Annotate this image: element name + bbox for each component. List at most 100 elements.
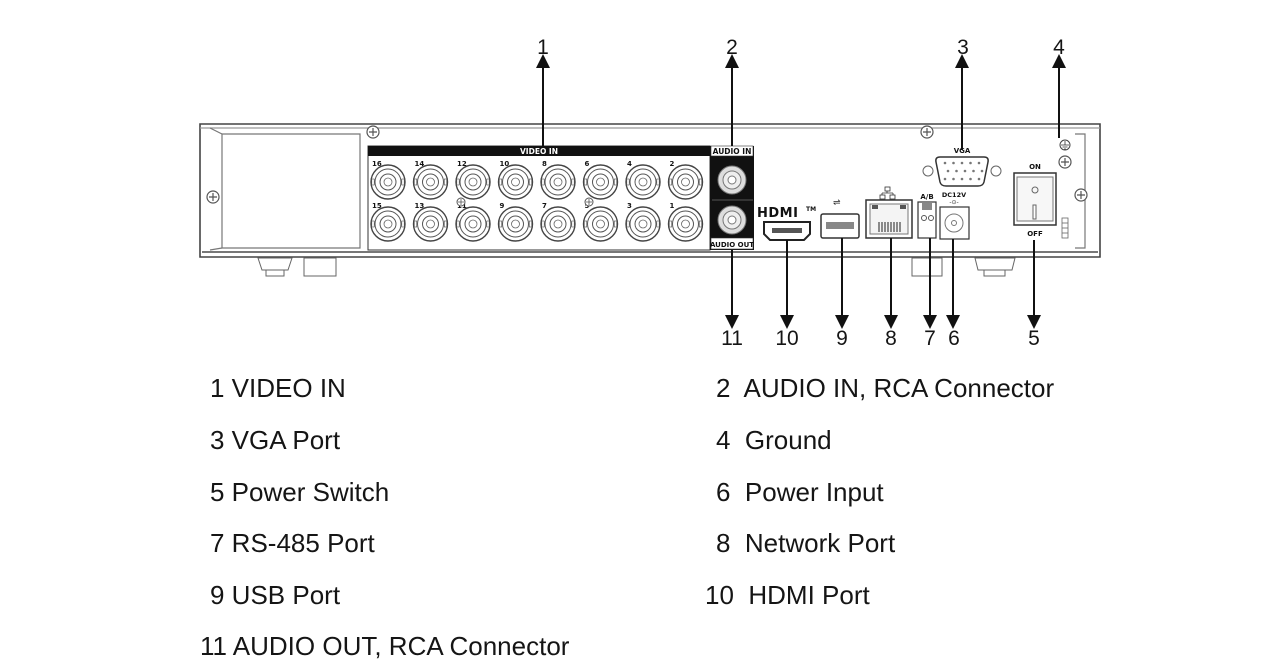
screw-icon bbox=[456, 197, 466, 207]
bnc-video-input-1[interactable]: 1 bbox=[667, 202, 704, 242]
bnc-video-input-6[interactable]: 6 bbox=[582, 160, 619, 200]
bnc-video-input-15[interactable]: 15 bbox=[370, 202, 406, 242]
callout-5: 5 bbox=[1028, 327, 1040, 350]
bnc-video-input-10[interactable]: 10 bbox=[497, 160, 534, 200]
vga-pin bbox=[960, 177, 964, 181]
bnc-video-input-5[interactable]: 5 bbox=[582, 202, 619, 242]
network-icon bbox=[879, 186, 896, 200]
bnc-channel-label: 8 bbox=[542, 160, 547, 168]
bnc-channel-label: 14 bbox=[415, 160, 425, 168]
bnc-video-input-13[interactable]: 13 bbox=[412, 202, 449, 242]
vga-port[interactable]: VGA bbox=[922, 147, 1002, 187]
legend-item-network: 8 Network Port bbox=[716, 528, 896, 558]
chassis-feet bbox=[257, 257, 1016, 277]
screw-icon bbox=[584, 197, 594, 207]
callout-11: 11 bbox=[721, 327, 743, 350]
bnc-channel-label: 7 bbox=[542, 202, 547, 210]
rs485-port[interactable]: A/B bbox=[917, 193, 937, 239]
vga-pin bbox=[972, 169, 975, 173]
svg-text:TM: TM bbox=[806, 206, 816, 213]
legend-item-rs485: 7 RS-485 Port bbox=[210, 528, 375, 558]
callout-arrows bbox=[536, 54, 1066, 329]
legend-item-video-in: 1 VIDEO IN bbox=[210, 373, 346, 403]
bnc-video-input-3[interactable]: 3 bbox=[625, 202, 661, 242]
bnc-channel-label: 3 bbox=[627, 202, 632, 210]
legend-item-usb: 9 USB Port bbox=[210, 580, 341, 610]
legend-item-vga: 3 VGA Port bbox=[210, 425, 341, 455]
legend-item-power-switch: 5 Power Switch bbox=[210, 477, 390, 507]
callout-4: 4 bbox=[1053, 36, 1065, 59]
vga-pin bbox=[955, 169, 958, 173]
ground-icon bbox=[1061, 141, 1069, 150]
bnc-video-input-8[interactable]: 8 bbox=[540, 160, 576, 200]
bnc-channel-label: 16 bbox=[372, 160, 382, 168]
rs485-label: A/B bbox=[920, 193, 933, 201]
vga-pin bbox=[946, 169, 950, 173]
vga-pin bbox=[969, 161, 972, 165]
audio-in-rca-jack[interactable] bbox=[717, 165, 747, 195]
bnc-channel-label: 10 bbox=[500, 160, 510, 168]
bnc-channel-label: 2 bbox=[670, 160, 675, 168]
usb-port[interactable]: ⇌ bbox=[820, 198, 860, 239]
bnc-video-input-2[interactable]: 2 bbox=[667, 160, 704, 200]
legend-item-ground: 4 Ground bbox=[716, 425, 832, 455]
screw-icons bbox=[206, 125, 1088, 204]
bnc-channel-label: 1 bbox=[670, 202, 675, 210]
vga-label: VGA bbox=[954, 147, 971, 155]
bnc-channel-label: 6 bbox=[585, 160, 590, 168]
vga-pin bbox=[977, 161, 981, 165]
vga-pin bbox=[952, 177, 955, 181]
chassis bbox=[199, 123, 1101, 258]
callout-6: 6 bbox=[948, 327, 960, 350]
vga-pin bbox=[963, 169, 967, 173]
bnc-channel-label: 4 bbox=[627, 160, 632, 168]
audio-out-rca-jack[interactable] bbox=[717, 205, 747, 235]
ground-terminal[interactable] bbox=[1059, 139, 1071, 151]
bnc-video-input-9[interactable]: 9 bbox=[497, 202, 534, 242]
bnc-video-input-4[interactable]: 4 bbox=[625, 160, 661, 200]
legend-item-audio-in: 2 AUDIO IN, RCA Connector bbox=[716, 373, 1055, 403]
network-port[interactable] bbox=[865, 186, 913, 239]
hdmi-logo: HDMI bbox=[757, 206, 798, 221]
callout-7: 7 bbox=[924, 327, 936, 350]
audio-port-block: AUDIO IN AUDIO OUT bbox=[710, 145, 754, 250]
bnc-video-input-16[interactable]: 16 bbox=[370, 160, 406, 200]
legend-item-power-input: 6 Power Input bbox=[716, 477, 884, 507]
switch-off-label: OFF bbox=[1027, 230, 1043, 238]
callout-2: 2 bbox=[726, 36, 738, 59]
vga-pin bbox=[980, 169, 984, 173]
usb-icon: ⇌ bbox=[833, 198, 841, 208]
switch-on-label: ON bbox=[1029, 163, 1041, 171]
bnc-channel-label: 12 bbox=[457, 160, 467, 168]
bnc-video-input-11[interactable]: 11 bbox=[455, 202, 491, 242]
vga-pin bbox=[943, 161, 947, 165]
vga-pin bbox=[943, 177, 947, 181]
audio-in-label: AUDIO IN bbox=[713, 147, 752, 156]
bnc-video-input-14[interactable]: 14 bbox=[412, 160, 449, 200]
bnc-channel-label: 9 bbox=[500, 202, 505, 210]
bnc-video-input-12[interactable]: 12 bbox=[455, 160, 491, 200]
audio-out-label: AUDIO OUT bbox=[710, 241, 754, 249]
dc12v-label: DC12V bbox=[942, 191, 966, 199]
callout-3: 3 bbox=[957, 36, 969, 59]
vga-pin bbox=[952, 161, 955, 165]
vga-pin bbox=[960, 161, 964, 165]
video-in-label: VIDEO IN bbox=[520, 147, 558, 156]
power-input-port[interactable]: DC12V -⊙- bbox=[939, 191, 970, 240]
callout-8: 8 bbox=[885, 327, 897, 350]
bnc-video-input-7[interactable]: 7 bbox=[540, 202, 576, 242]
legend-item-hdmi: 10 HDMI Port bbox=[705, 580, 870, 610]
bnc-channel-label: 15 bbox=[372, 202, 382, 210]
bnc-channel-label: 13 bbox=[415, 202, 425, 210]
vga-pin bbox=[969, 177, 972, 181]
vga-pin bbox=[977, 177, 981, 181]
video-in-port-block: VIDEO IN 16 14 12 10 8 6 4 2 15 13 11 9 7 53 1 bbox=[367, 145, 711, 251]
hdmi-port[interactable]: HDMI TM bbox=[757, 206, 816, 241]
callout-1: 1 bbox=[537, 36, 549, 59]
power-switch[interactable]: ON OFF bbox=[1013, 163, 1069, 239]
callout-9: 9 bbox=[836, 327, 848, 350]
dc-polarity-icon: -⊙- bbox=[949, 199, 958, 206]
callout-10: 10 bbox=[775, 327, 798, 350]
legend-item-audio-out: 11 AUDIO OUT, RCA Connector bbox=[200, 631, 570, 661]
